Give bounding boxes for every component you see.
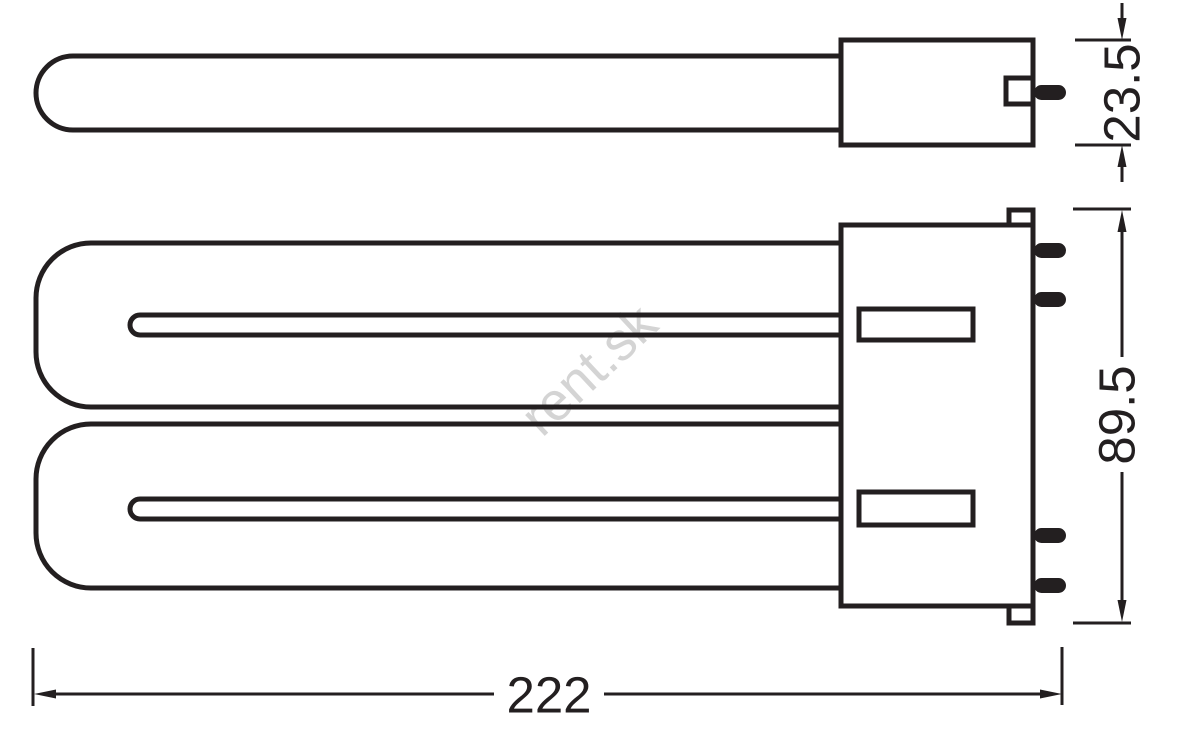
dimension-lamp-length: 222 <box>31 647 1064 724</box>
top-view-pin-3 <box>1034 528 1066 543</box>
lamp-side-view <box>33 37 1066 148</box>
arrow-down-icon <box>1117 600 1127 622</box>
dimension-lamp-height: 89.5 <box>1073 207 1146 625</box>
top-view-pin-4 <box>1034 578 1066 593</box>
lamp-top-view <box>33 207 1066 626</box>
top-view-tab-top <box>1006 207 1036 228</box>
top-view-pin-1 <box>1034 243 1066 258</box>
top-view-base-window-1 <box>856 306 976 343</box>
arrow-down-icon <box>1117 18 1127 40</box>
top-view-tube-2-slot <box>127 496 860 522</box>
top-view-base-window-2 <box>856 489 976 528</box>
dimension-label-lamp-length: 222 <box>506 667 591 724</box>
top-view-base <box>838 222 1036 609</box>
side-view-connector-notch <box>1003 75 1036 107</box>
arrow-left-icon <box>34 689 56 699</box>
arrow-up-icon <box>1117 145 1127 167</box>
top-view-pin-2 <box>1034 292 1066 307</box>
side-view-base <box>838 37 1036 148</box>
dimension-base-depth: 23.5 <box>1075 3 1151 182</box>
top-view-tube-1-slot <box>127 312 860 338</box>
arrow-right-icon <box>1040 689 1062 699</box>
dimension-label-lamp-height: 89.5 <box>1089 365 1146 464</box>
dimension-label-base-depth: 23.5 <box>1094 43 1151 142</box>
top-view-tube-2 <box>33 421 860 591</box>
arrow-up-icon <box>1117 210 1127 232</box>
top-view-tube-1 <box>33 240 860 410</box>
side-view-tube <box>33 53 860 133</box>
side-view-pin <box>1034 85 1066 100</box>
top-view-tab-bottom <box>1006 603 1036 626</box>
